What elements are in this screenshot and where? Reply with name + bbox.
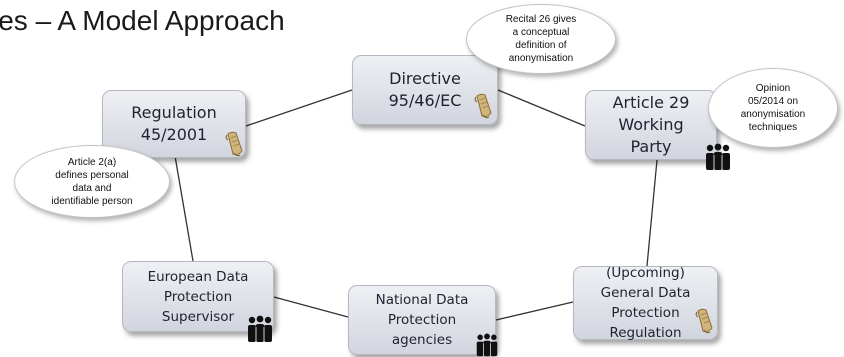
node-article-29: Article 29 Working Party bbox=[585, 90, 717, 160]
node-article-29-label: Article 29 Working Party bbox=[612, 93, 690, 156]
callout-article-2a: Article 2(a) defines personal data and i… bbox=[14, 145, 170, 218]
node-national-agencies: National Data Protection agencies bbox=[348, 285, 496, 355]
connector-national-edps bbox=[273, 296, 349, 318]
people-icon bbox=[706, 143, 730, 170]
node-national-agencies-label: National Data Protection agencies bbox=[375, 292, 469, 348]
connector-gdpr-national bbox=[495, 301, 574, 321]
people-icon bbox=[248, 315, 272, 342]
node-gdpr-label: (Upcoming) General Data Protection Regul… bbox=[600, 265, 691, 341]
connector-edps-regulation bbox=[174, 155, 194, 262]
connector-article29-gdpr bbox=[646, 159, 658, 267]
callout-article-2a-text: Article 2(a) defines personal data and i… bbox=[51, 156, 133, 207]
scroll-icon bbox=[474, 93, 492, 119]
people-icon bbox=[476, 333, 498, 357]
node-gdpr: (Upcoming) General Data Protection Regul… bbox=[573, 265, 718, 341]
node-regulation-label: Regulation 45/2001 bbox=[131, 103, 217, 144]
node-regulation: Regulation 45/2001 bbox=[102, 90, 246, 158]
callout-opinion-05-2014: Opinion 05/2014 on anonymisation techniq… bbox=[708, 68, 838, 148]
node-edps: European Data Protection Supervisor bbox=[122, 261, 274, 332]
node-directive-label: Directive 95/46/EC bbox=[388, 69, 462, 110]
callout-opinion-05-2014-text: Opinion 05/2014 on anonymisation techniq… bbox=[740, 83, 806, 133]
scroll-icon bbox=[225, 131, 243, 157]
scroll-icon bbox=[695, 308, 713, 334]
node-directive: Directive 95/46/EC bbox=[352, 55, 498, 125]
connector-directive-article29 bbox=[497, 89, 586, 127]
slide-title: ies – A Model Approach bbox=[0, 5, 285, 36]
callout-recital-26-text: Recital 26 gives a conceptual definition… bbox=[505, 14, 577, 64]
node-edps-label: European Data Protection Supervisor bbox=[147, 268, 249, 325]
callout-recital-26: Recital 26 gives a conceptual definition… bbox=[466, 4, 616, 74]
connector-regulation-directive bbox=[245, 89, 353, 127]
